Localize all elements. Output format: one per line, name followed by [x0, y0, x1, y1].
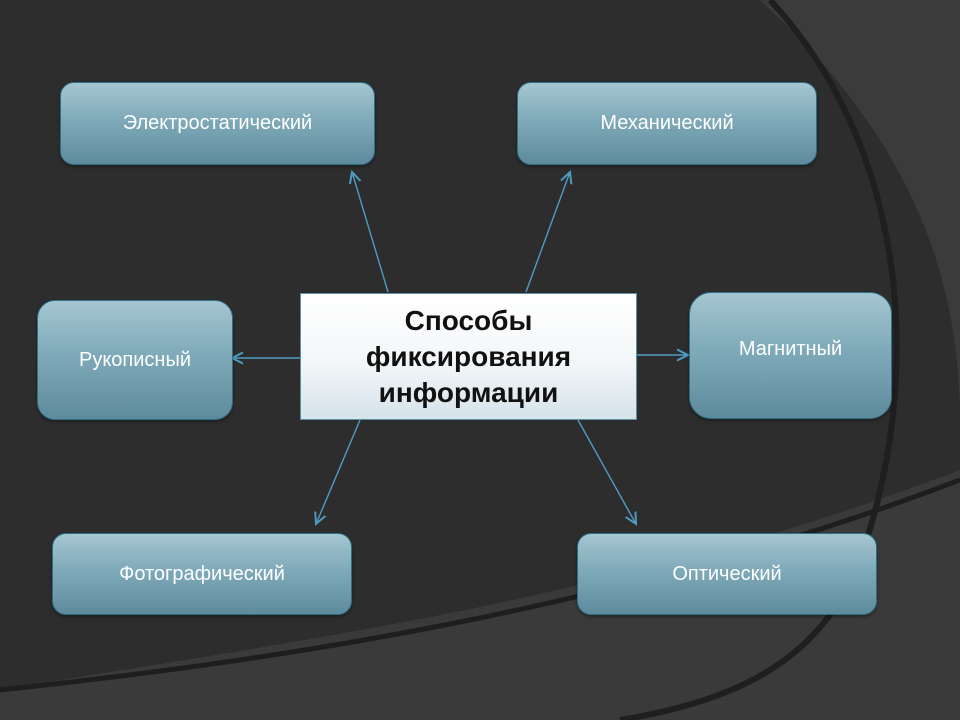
center-title-line-1: Способы: [404, 304, 533, 336]
arrow-to-mechanical: [525, 172, 570, 293]
background-arc-outer: [760, 0, 960, 420]
node-handwritten: Рукописный: [37, 300, 233, 420]
node-photographic-label: Фотографический: [119, 562, 285, 585]
node-optical: Оптический: [577, 533, 877, 615]
center-title-line-3: информации: [378, 376, 559, 408]
node-optical-label: Оптический: [672, 562, 782, 585]
node-handwritten-label: Рукописный: [78, 348, 192, 371]
center-title-line-2: фиксирования: [365, 340, 572, 372]
arrow-to-optical: [577, 419, 636, 524]
node-mechanical: Механический: [517, 82, 817, 165]
node-mechanical-label: Механический: [600, 112, 734, 134]
node-electrostatic-label: Электростатический: [122, 112, 313, 134]
center-node: Способы фиксирования информации: [300, 293, 637, 420]
node-magnetic-label: Магнитный: [738, 338, 843, 360]
arrow-to-photographic: [316, 419, 361, 524]
node-magnetic: Магнитный: [689, 292, 892, 419]
background-arc-line-2: [0, 477, 960, 693]
center-title: Способы фиксирования информации: [366, 303, 571, 411]
arrow-to-electrostatic: [352, 172, 389, 293]
node-photographic: Фотографический: [52, 533, 352, 615]
background-arc-line: [619, 0, 900, 720]
node-electrostatic: Электростатический: [60, 82, 375, 165]
